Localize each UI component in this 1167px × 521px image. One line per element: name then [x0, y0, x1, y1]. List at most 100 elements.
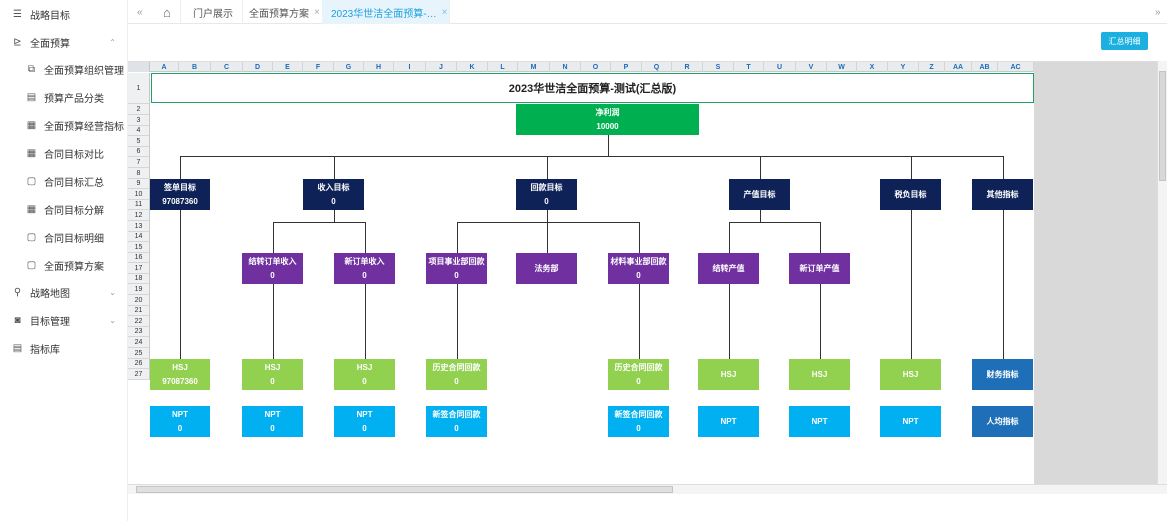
row-header-cell[interactable]: 15 [128, 242, 150, 253]
row-header-cell[interactable]: 26 [128, 359, 150, 369]
sidebar-item[interactable]: ☰战略目标 [0, 1, 128, 27]
column-header-cell[interactable]: M [518, 62, 550, 72]
tab-budget-plan[interactable]: 全面预算方案× [240, 0, 330, 24]
column-header-cell[interactable]: G [334, 62, 364, 72]
level2-node[interactable]: 结转产值 [698, 253, 759, 284]
level1-node[interactable]: 产值目标 [729, 179, 790, 210]
row-header-cell[interactable]: 22 [128, 316, 150, 327]
column-header-cell[interactable]: A [150, 62, 179, 72]
level3-top-node[interactable]: HSJ [789, 359, 850, 390]
level1-node[interactable]: 税负目标 [880, 179, 941, 210]
column-header-cell[interactable]: Q [642, 62, 672, 72]
sidebar-item[interactable]: ▦合同目标分解 [0, 196, 128, 222]
row-header-cell[interactable]: 17 [128, 263, 150, 274]
row-header-cell[interactable]: 10 [128, 189, 150, 200]
sidebar-item[interactable]: ⧉全面预算组织管理 [0, 56, 128, 82]
collapse-sidebar-icon[interactable]: « [137, 6, 143, 18]
row-header-cell[interactable]: 4 [128, 126, 150, 136]
row-header-cell[interactable]: 2 [128, 104, 150, 115]
column-header-cell[interactable]: V [796, 62, 827, 72]
tab-portal[interactable]: 门户展示 [184, 0, 243, 24]
sidebar-item[interactable]: ▤预算产品分类 [0, 84, 128, 110]
row-header-cell[interactable]: 23 [128, 327, 150, 337]
column-header-cell[interactable]: H [364, 62, 394, 72]
column-header-cell[interactable]: U [764, 62, 796, 72]
column-header-cell[interactable]: P [611, 62, 642, 72]
column-header-cell[interactable]: B [179, 62, 211, 72]
level3-bottom-node[interactable]: NPT [698, 406, 759, 437]
row-header-cell[interactable]: 14 [128, 232, 150, 242]
level1-node[interactable]: 其他指标 [972, 179, 1033, 210]
close-icon[interactable]: × [314, 6, 320, 18]
row-header-cell[interactable]: 5 [128, 136, 150, 147]
column-header-cell[interactable]: AC [998, 62, 1034, 72]
column-header-cell[interactable]: R [672, 62, 703, 72]
sidebar-item[interactable]: ▢合同目标明细 [0, 224, 128, 250]
level3-top-node[interactable]: HSJ [880, 359, 941, 390]
column-header-cell[interactable]: L [488, 62, 518, 72]
sidebar-item[interactable]: ⊵全面预算⌃ [0, 29, 128, 55]
row-header-cell[interactable]: 12 [128, 210, 150, 221]
row-header-cell[interactable]: 20 [128, 295, 150, 306]
level3-bottom-node[interactable]: 人均指标 [972, 406, 1033, 437]
row-header-cell[interactable]: 24 [128, 337, 150, 348]
sidebar-item[interactable]: ▦合同目标对比 [0, 140, 128, 166]
row-header-cell[interactable]: 27 [128, 369, 150, 380]
sidebar-item[interactable]: ▤指标库 [0, 335, 128, 361]
column-header-cell[interactable]: X [857, 62, 888, 72]
sidebar-item[interactable]: ▢全面预算方案 [0, 252, 128, 278]
horizontal-scrollbar[interactable] [128, 484, 1167, 494]
sidebar-item[interactable]: ◙目标管理⌄ [0, 307, 128, 333]
column-header-cell[interactable]: C [211, 62, 243, 72]
sidebar-item[interactable]: ⚲战略地图⌄ [0, 279, 128, 305]
row-header-cell[interactable]: 1 [128, 73, 150, 104]
row-header-cell[interactable]: 3 [128, 115, 150, 126]
row-header-cell[interactable]: 8 [128, 168, 150, 179]
column-header-cell[interactable]: K [457, 62, 488, 72]
row-header-cell[interactable]: 11 [128, 200, 150, 210]
row-header-cell[interactable]: 13 [128, 221, 150, 232]
level3-top-node[interactable]: HSJ [698, 359, 759, 390]
column-header-cell[interactable]: W [827, 62, 857, 72]
level3-bottom-node[interactable]: NPT [880, 406, 941, 437]
row-header-cell[interactable]: 9 [128, 179, 150, 189]
level3-top-node[interactable]: 财务指标 [972, 359, 1033, 390]
column-header-cell[interactable]: S [703, 62, 734, 72]
summary-detail-button[interactable]: 汇总明细 [1101, 32, 1148, 50]
row-header-cell[interactable]: 21 [128, 306, 150, 316]
row-header-cell[interactable]: 16 [128, 253, 150, 263]
column-header-cell[interactable]: J [426, 62, 457, 72]
column-header-cell[interactable]: N [550, 62, 581, 72]
close-icon[interactable]: × [441, 6, 448, 18]
column-header-cell[interactable]: O [581, 62, 611, 72]
column-header-cell[interactable]: F [303, 62, 334, 72]
column-header-cell[interactable]: E [273, 62, 303, 72]
vertical-scrollbar[interactable] [1157, 61, 1167, 484]
level2-node[interactable]: 新订单产值 [789, 253, 850, 284]
column-header-cell[interactable]: I [394, 62, 426, 72]
row-header-cell[interactable]: 25 [128, 348, 150, 359]
tab-budget-sheet[interactable]: 2023华世洁全面预算-…× [322, 0, 450, 24]
column-header-cell[interactable]: AA [945, 62, 972, 72]
row-header-cell[interactable]: 18 [128, 274, 150, 284]
scroll-thumb[interactable] [1159, 71, 1166, 181]
level2-node[interactable]: 法务部 [516, 253, 577, 284]
row-header-cell[interactable]: 6 [128, 147, 150, 157]
column-header-cell[interactable]: Y [888, 62, 919, 72]
scroll-thumb[interactable] [136, 486, 673, 493]
sheet-title[interactable]: 2023华世洁全面预算-测试(汇总版) [151, 73, 1034, 103]
